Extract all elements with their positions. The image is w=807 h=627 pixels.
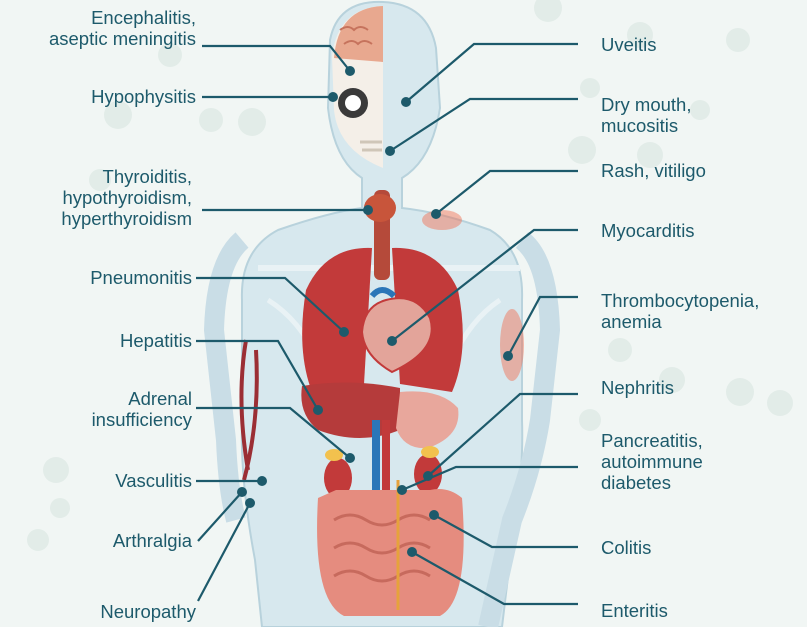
label-uveitis: Uveitis [601, 34, 657, 55]
endpoint-hypophysitis [328, 92, 338, 102]
label-hypophysitis: Hypophysitis [91, 86, 196, 107]
label-enteritis: Enteritis [601, 600, 668, 621]
endpoint-hepatitis [313, 405, 323, 415]
endpoint-pancreatitis [397, 485, 407, 495]
endpoint-vasculitis [257, 476, 267, 486]
label-pancreatitis: Pancreatitis, autoimmune diabetes [601, 430, 703, 493]
label-encephalitis: Encephalitis, aseptic meningitis [49, 7, 196, 49]
endpoint-arthralgia [237, 487, 247, 497]
endpoint-encephalitis [345, 66, 355, 76]
label-neuropathy: Neuropathy [100, 601, 196, 622]
label-thyroiditis: Thyroiditis, hypothyroidism, hyperthyroi… [61, 166, 192, 229]
endpoint-rash [431, 209, 441, 219]
label-dry-mouth: Dry mouth, mucositis [601, 94, 691, 136]
label-hepatitis: Hepatitis [120, 330, 192, 351]
endpoint-neuropathy [245, 498, 255, 508]
label-rash: Rash, vitiligo [601, 160, 706, 181]
leader-rash [436, 171, 578, 214]
forearm-inflammation [500, 309, 524, 381]
endpoint-enteritis [407, 547, 417, 557]
label-adrenal: Adrenal insufficiency [92, 388, 192, 430]
endpoint-colitis [429, 510, 439, 520]
endpoint-thyroiditis [363, 205, 373, 215]
label-nephritis: Nephritis [601, 377, 674, 398]
leader-neuropathy [198, 503, 250, 601]
endpoint-uveitis [401, 97, 411, 107]
label-thrombocytopenia: Thrombocytopenia, anemia [601, 290, 759, 332]
label-myocarditis: Myocarditis [601, 220, 695, 241]
rash-area [422, 210, 462, 230]
leader-encephalitis [202, 46, 350, 71]
label-colitis: Colitis [601, 537, 651, 558]
label-arthralgia: Arthralgia [113, 530, 192, 551]
endpoint-pneumonitis [339, 327, 349, 337]
endpoint-nephritis [423, 471, 433, 481]
endpoint-thrombocytopenia [503, 351, 513, 361]
endpoint-myocarditis [387, 336, 397, 346]
label-pneumonitis: Pneumonitis [90, 267, 192, 288]
intestines [317, 480, 464, 616]
label-vasculitis: Vasculitis [115, 470, 192, 491]
endpoint-adrenal [345, 453, 355, 463]
endpoint-dry-mouth [385, 146, 395, 156]
